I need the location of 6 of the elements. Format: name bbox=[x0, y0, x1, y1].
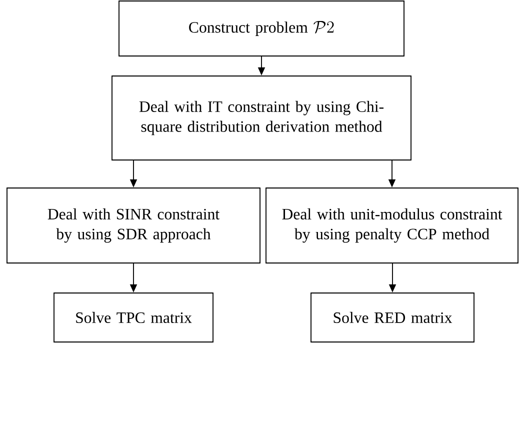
process-box: $\text{Construct problem }\mathcal{P}2$ bbox=[118, 0, 404, 56]
process-box: Deal with unit-modulus constraint by using penalty CCP method bbox=[266, 188, 518, 264]
process-box: Solve TPC matrix bbox=[54, 292, 214, 342]
process-box: Deal with IT constraint by using Chi-square distribution derivation method bbox=[112, 76, 412, 160]
process-box: Deal with SINR constraint by using SDR approach bbox=[6, 188, 260, 264]
process-box: Solve RED matrix bbox=[310, 292, 474, 342]
